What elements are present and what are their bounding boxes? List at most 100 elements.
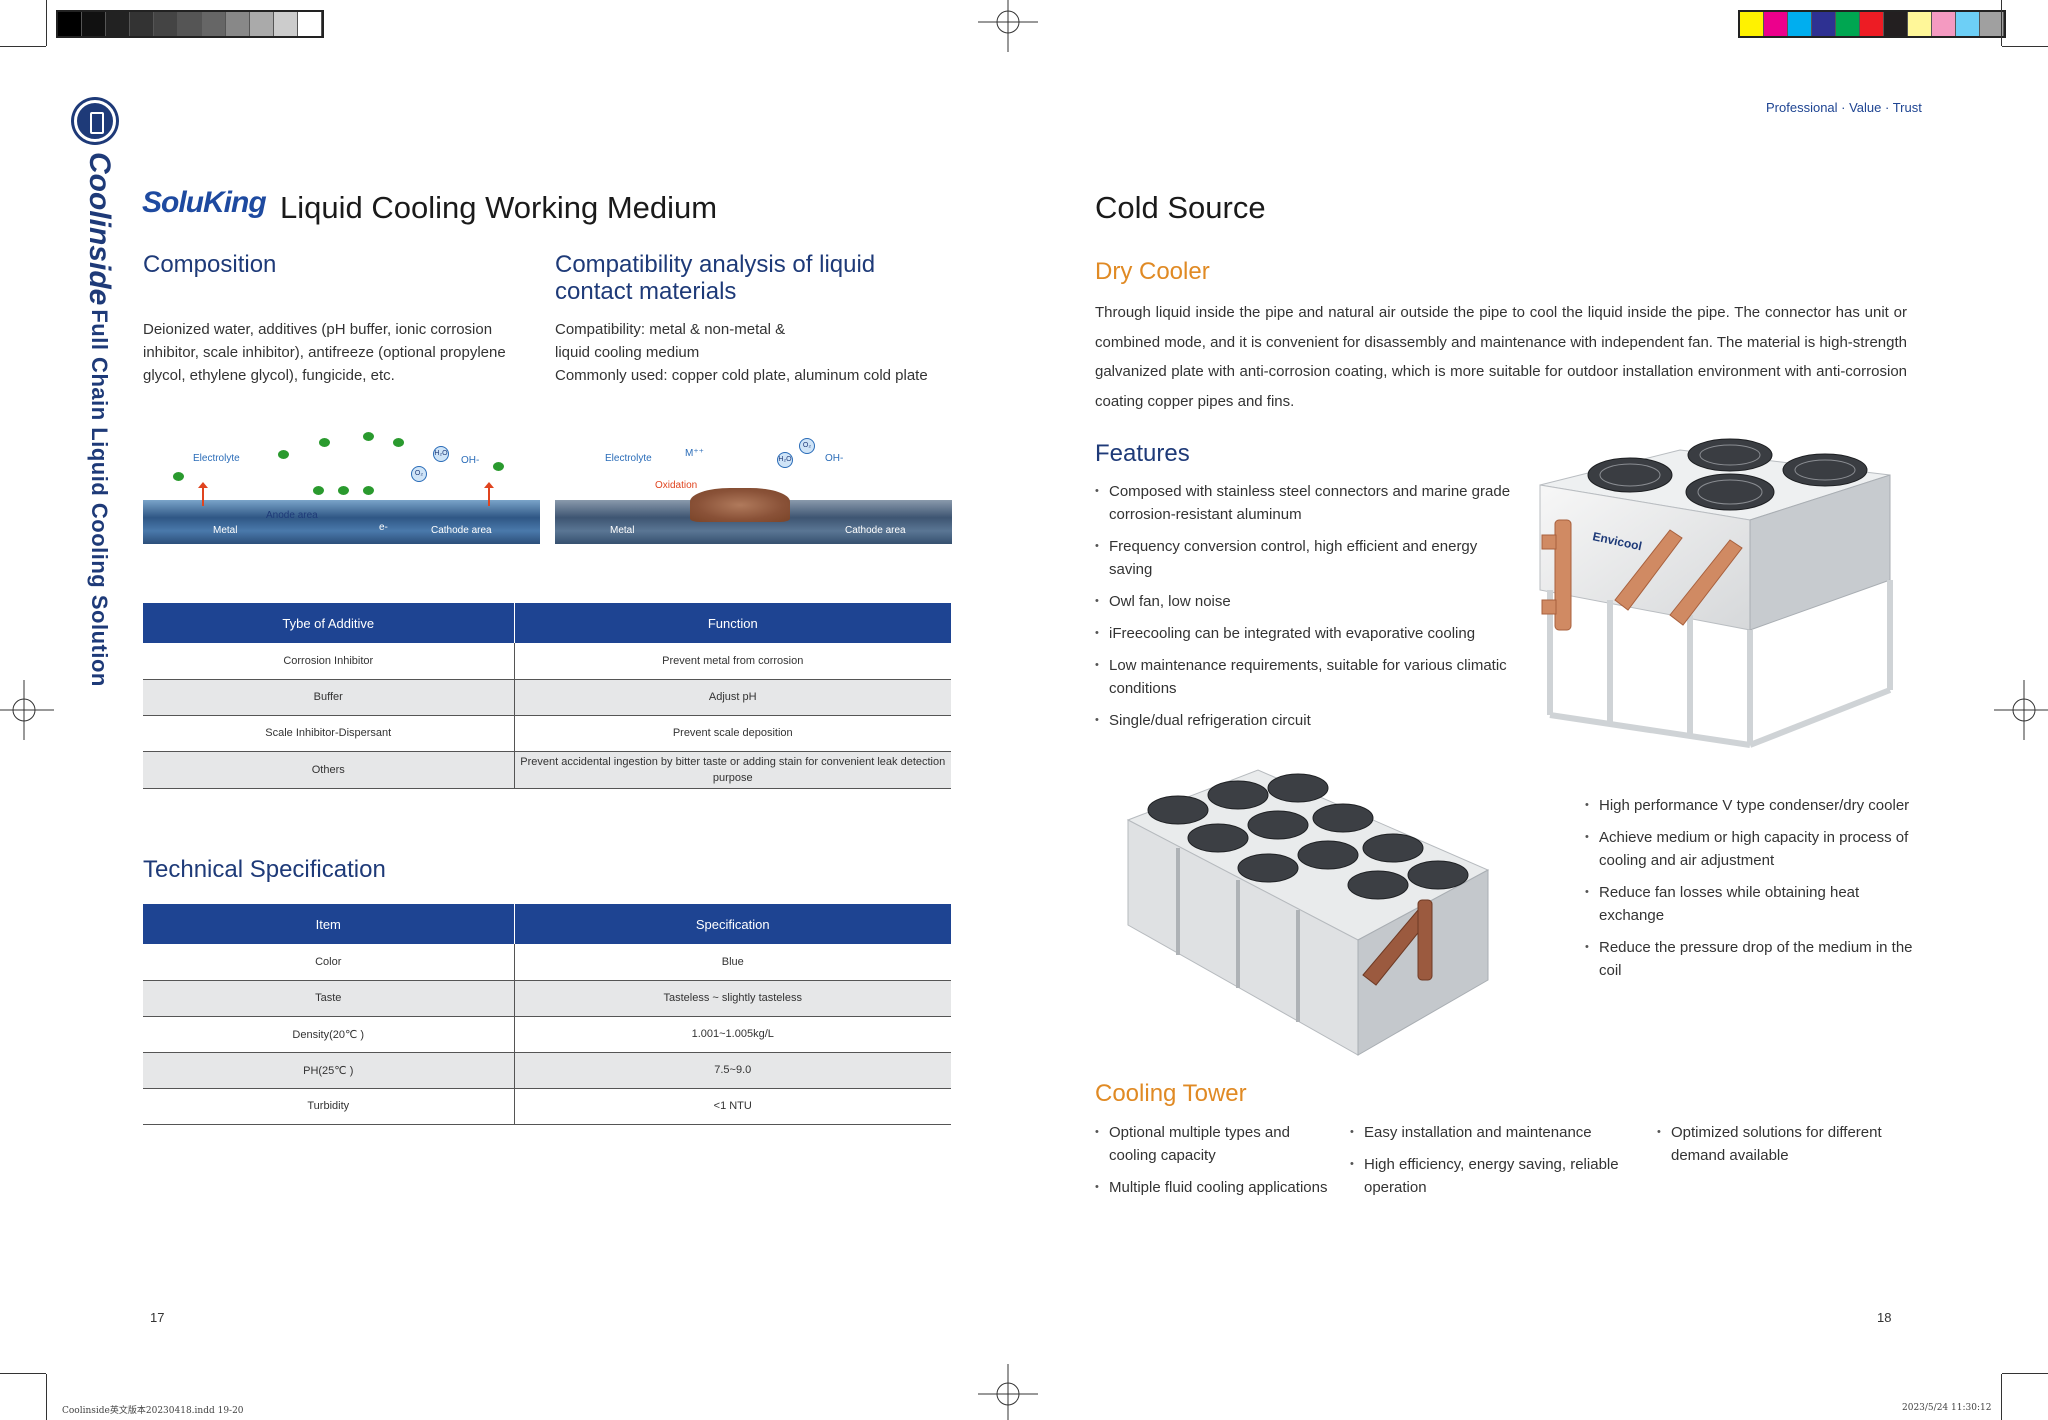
table-cell: Prevent metal from corrosion [514,643,951,680]
diagram-label-electrolyte: Electrolyte [193,453,240,464]
diagram-label-anode: Anode area [266,510,318,521]
diagram-label-m: M⁺⁺ [685,448,704,459]
grayscale-swatch-bar [56,10,324,38]
list-item: Reduce fan losses while obtaining heat e… [1585,881,1915,927]
compatibility-line: Commonly used: copper cold plate, alumin… [555,367,928,384]
compatibility-line: Compatibility: metal & non-metal & [555,321,786,338]
cooling-tower-list-2: Easy installation and maintenance High e… [1350,1121,1630,1208]
cooling-tower-list-1: Optional multiple types and cooling capa… [1095,1121,1335,1208]
ion-dot [493,462,504,471]
list-item: High performance V type condenser/dry co… [1585,794,1915,817]
color-swatch-bar [1738,10,2006,38]
table-header: Function [514,603,951,643]
crop-mark [2001,1374,2002,1420]
diagram-label-electrolyte: Electrolyte [605,453,652,464]
diagram-h2o-bubble: H₂O [433,446,449,462]
compatibility-text: Compatibility: metal & non-metal & liqui… [555,318,975,387]
arrow-icon [198,482,208,506]
compatibility-line: liquid cooling medium [555,344,700,361]
table-cell: Color [143,944,515,981]
sidebar-title: Full Chain Liquid Cooling Solution [87,309,112,687]
additive-table: Tybe of Additive Function Corrosion Inhi… [143,603,951,789]
ion-dot [338,486,349,495]
list-item: Frequency conversion control, high effic… [1095,535,1515,581]
page-number-right: 18 [1877,1310,1892,1325]
crop-mark [2002,1373,2048,1374]
crop-mark [46,0,47,46]
crop-mark [0,46,46,47]
list-item: Optimized solutions for different demand… [1657,1121,1917,1167]
header-tagline: Professional · Value · Trust [1766,100,1922,115]
diagram-label-oh: OH- [461,455,480,466]
registration-mark [1994,680,2048,740]
registration-mark [0,680,54,740]
table-cell: Tasteless ~ slightly tasteless [514,980,951,1017]
ion-dot [363,486,374,495]
diagram-label-cathode: Cathode area [845,525,906,536]
table-cell: 7.5~9.0 [514,1052,951,1089]
list-item: Reduce the pressure drop of the medium i… [1585,936,1915,982]
ion-dot [278,450,289,459]
corrosion-diagram-oxidation: Metal Cathode area Electrolyte Oxidation… [555,410,952,560]
tech-spec-heading: Technical Specification [143,856,386,883]
diagram-label-oh: OH- [825,453,844,464]
print-slug-file: Coolinside英文版本20230418.indd 19-20 [62,1406,244,1416]
corrosion-diagram-anode: Metal Cathode area Anode area e- Electro… [143,410,540,560]
table-header: Item [143,904,515,944]
list-item: Achieve medium or high capacity in proce… [1585,826,1915,872]
features-heading: Features [1095,440,1190,467]
ion-dot [363,432,374,441]
list-item: High efficiency, energy saving, reliable… [1350,1153,1630,1199]
pipe-illustration [143,500,540,544]
list-item: Low maintenance requirements, suitable f… [1095,654,1515,700]
composition-heading: Composition [143,251,277,278]
v-type-cooler-image [1126,769,1490,1056]
sidebar-brand: Coolinside [83,152,116,306]
list-item: Single/dual refrigeration circuit [1095,709,1515,732]
table-cell: Buffer [143,679,515,716]
diagram-label-electron: e- [379,522,388,533]
table-cell: Blue [514,944,951,981]
ion-dot [173,472,184,481]
dry-cooler-heading: Dry Cooler [1095,258,1210,285]
table-cell: Adjust pH [514,679,951,716]
table-cell: Scale Inhibitor-Dispersant [143,715,515,752]
list-item: Optional multiple types and cooling capa… [1095,1121,1335,1167]
table-cell: Prevent scale deposition [514,715,951,752]
table-row: Turbidity<1 NTU [143,1088,951,1125]
table-cell: Prevent accidental ingestion by bitter t… [514,751,951,789]
ion-dot [319,438,330,447]
dry-cooler-image: Envicool [1539,438,1893,748]
registration-mark [978,1364,1038,1420]
list-item: Composed with stainless steel connectors… [1095,480,1515,526]
v-type-features-list: High performance V type condenser/dry co… [1585,794,1915,991]
diagram-label-metal: Metal [610,525,635,536]
table-cell: PH(25℃ ) [143,1052,515,1089]
list-item: iFreecooling can be integrated with evap… [1095,622,1515,645]
sidebar-brand-title: Coolinside Full Chain Liquid Cooling Sol… [82,152,116,687]
list-item: Multiple fluid cooling applications [1095,1176,1335,1199]
diagram-label-cathode: Cathode area [431,525,492,536]
diagram-label-oxidation: Oxidation [655,480,698,491]
composition-text: Deionized water, additives (pH buffer, i… [143,321,506,384]
arrow-icon [484,482,494,506]
list-item: Easy installation and maintenance [1350,1121,1630,1144]
table-row: PH(25℃ )7.5~9.0 [143,1052,951,1089]
diagram-o2-bubble: O₂ [799,438,815,454]
list-item: Owl fan, low noise [1095,590,1515,613]
diagram-h2o-bubble: H₂O [777,452,793,468]
table-cell: Density(20℃ ) [143,1016,515,1053]
table-cell: <1 NTU [514,1088,951,1125]
table-cell: Turbidity [143,1088,515,1125]
crop-mark [2002,46,2048,47]
page-title-right: Cold Source [1095,190,1266,225]
ion-dot [313,486,324,495]
page-title-left: Liquid Cooling Working Medium [280,190,718,225]
table-header: Specification [514,904,951,944]
cooling-tower-heading: Cooling Tower [1095,1080,1247,1107]
